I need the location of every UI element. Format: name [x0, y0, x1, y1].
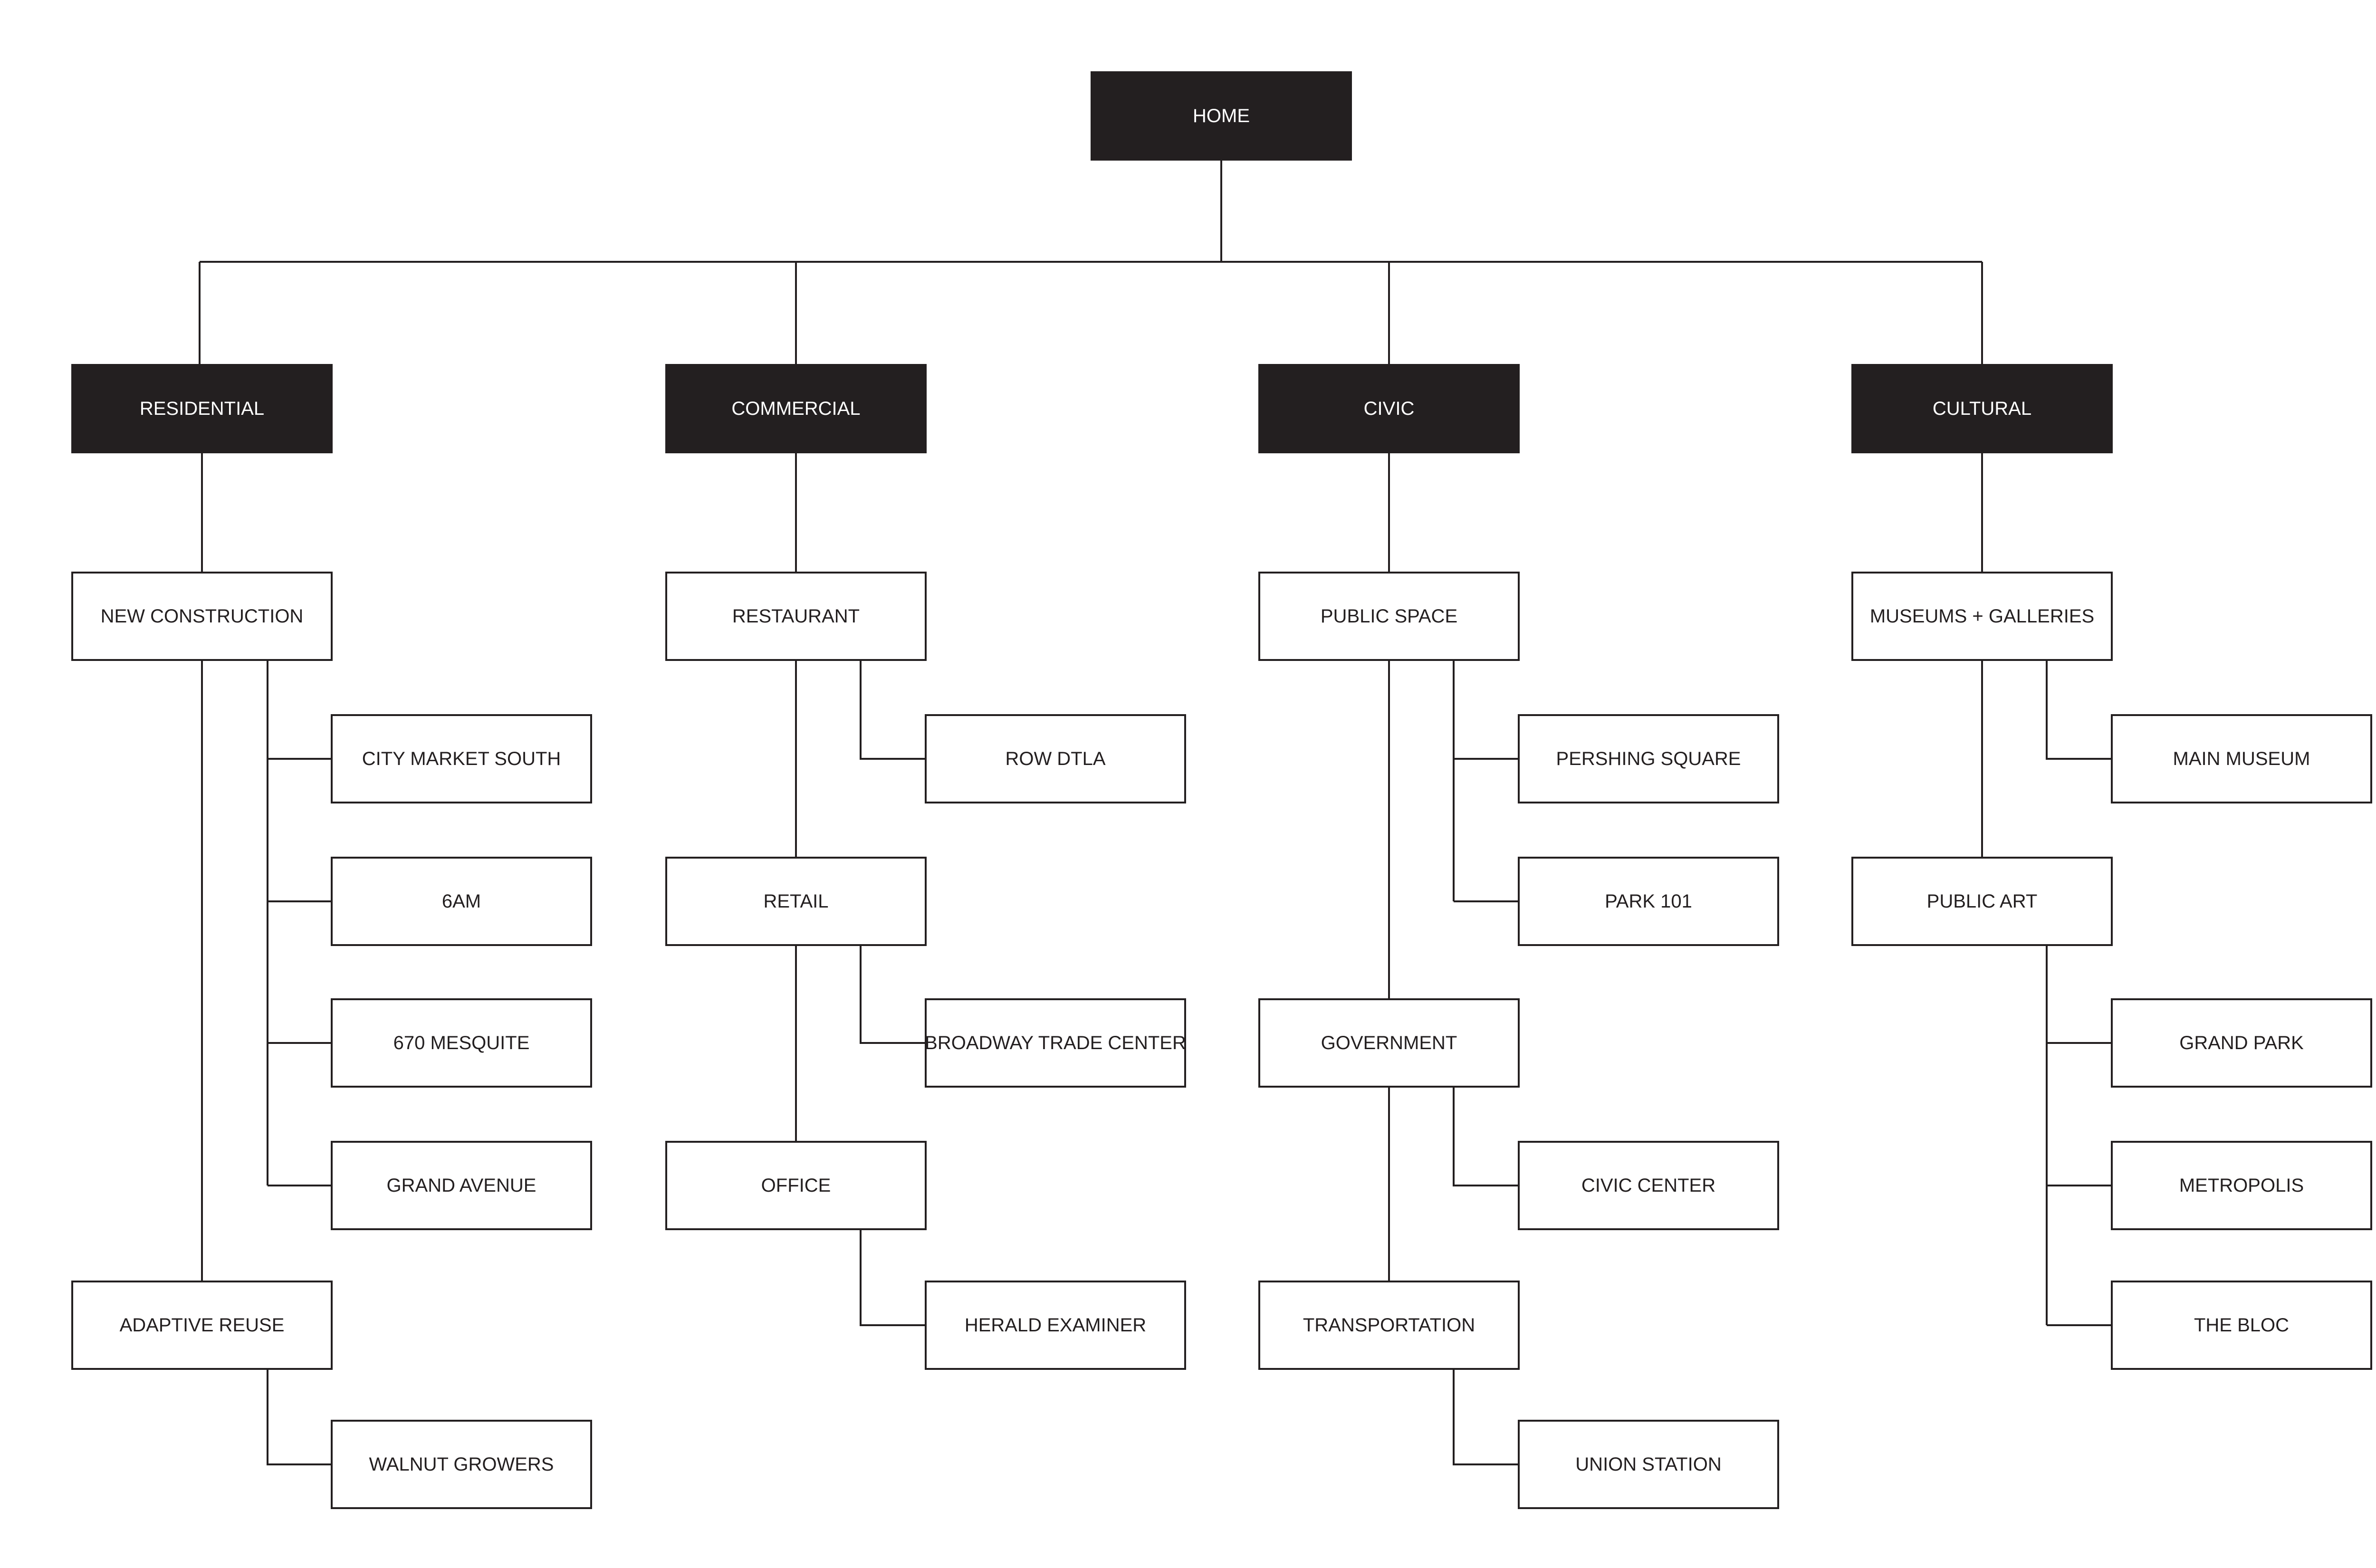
- node-restaurant-label: RESTAURANT: [732, 606, 860, 627]
- node-herald-examiner-label: HERALD EXAMINER: [965, 1315, 1146, 1336]
- connector-restaurant-branch: [860, 660, 926, 760]
- node-retail-label: RETAIL: [763, 891, 828, 912]
- node-section-cultural-label: CULTURAL: [1933, 398, 2031, 419]
- node-transportation-label: TRANSPORTATION: [1303, 1315, 1475, 1336]
- node-union-station-label: UNION STATION: [1575, 1454, 1721, 1475]
- node-the-bloc-label: THE BLOC: [2194, 1315, 2289, 1336]
- node-civic-center-label: CIVIC CENTER: [1581, 1175, 1715, 1196]
- node-union-station: UNION STATION: [1518, 1420, 1779, 1509]
- node-city-market-south: CITY MARKET SOUTH: [331, 714, 592, 803]
- node-670-mesquite-label: 670 MESQUITE: [393, 1033, 530, 1053]
- node-section-cultural: CULTURAL: [1851, 364, 2113, 453]
- node-pershing-square: PERSHING SQUARE: [1518, 714, 1779, 803]
- connector-new-construction-branch: [267, 660, 332, 1186]
- connector-public-space-branch: [1453, 660, 1519, 902]
- node-section-civic: CIVIC: [1258, 364, 1520, 453]
- node-museums-galleries-label: MUSEUMS + GALLERIES: [1870, 606, 2094, 627]
- node-grand-park-label: GRAND PARK: [2179, 1033, 2304, 1053]
- node-new-construction-label: NEW CONSTRUCTION: [101, 606, 304, 627]
- connector-lines: [199, 160, 2112, 1465]
- node-public-art: PUBLIC ART: [1851, 857, 2113, 946]
- node-public-space-label: PUBLIC SPACE: [1321, 606, 1457, 627]
- node-row-dtla: ROW DTLA: [925, 714, 1186, 803]
- node-section-civic-label: CIVIC: [1364, 398, 1415, 419]
- node-retail: RETAIL: [665, 857, 927, 946]
- connector-adaptive-reuse-branch: [267, 1369, 332, 1465]
- node-park-101-label: PARK 101: [1605, 891, 1692, 912]
- node-metropolis: METROPOLIS: [2111, 1141, 2372, 1230]
- node-the-bloc: THE BLOC: [2111, 1281, 2372, 1370]
- node-grand-avenue-label: GRAND AVENUE: [387, 1175, 537, 1196]
- node-main-museum-label: MAIN MUSEUM: [2173, 748, 2310, 769]
- node-metropolis-label: METROPOLIS: [2179, 1175, 2304, 1196]
- connector-museums-branch: [2046, 660, 2112, 760]
- node-office-label: OFFICE: [761, 1175, 831, 1196]
- connector-public-art-branch: [2046, 945, 2112, 1326]
- node-grand-avenue: GRAND AVENUE: [331, 1141, 592, 1230]
- node-row-dtla-label: ROW DTLA: [1005, 748, 1105, 769]
- node-broadway-trade-center: BROADWAY TRADE CENTER: [925, 998, 1186, 1088]
- node-restaurant: RESTAURANT: [665, 572, 927, 661]
- connector-retail-branch: [860, 945, 926, 1044]
- node-walnut-growers: WALNUT GROWERS: [331, 1420, 592, 1509]
- node-section-commercial-label: COMMERCIAL: [731, 398, 860, 419]
- node-670-mesquite: 670 MESQUITE: [331, 998, 592, 1088]
- node-city-market-south-label: CITY MARKET SOUTH: [362, 748, 561, 769]
- node-6am-label: 6AM: [442, 891, 481, 912]
- node-main-museum: MAIN MUSEUM: [2111, 714, 2372, 803]
- node-museums-galleries: MUSEUMS + GALLERIES: [1851, 572, 2113, 661]
- node-home-label: HOME: [1193, 105, 1250, 126]
- connector-office-branch: [860, 1229, 926, 1326]
- node-herald-examiner: HERALD EXAMINER: [925, 1281, 1186, 1370]
- node-new-construction: NEW CONSTRUCTION: [71, 572, 333, 661]
- node-adaptive-reuse: ADAPTIVE REUSE: [71, 1281, 333, 1370]
- node-section-residential: RESIDENTIAL: [71, 364, 333, 453]
- node-walnut-growers-label: WALNUT GROWERS: [369, 1454, 554, 1475]
- node-adaptive-reuse-label: ADAPTIVE REUSE: [120, 1315, 285, 1336]
- node-public-art-label: PUBLIC ART: [1927, 891, 2038, 912]
- connector-government-branch: [1453, 1087, 1519, 1186]
- node-grand-park: GRAND PARK: [2111, 998, 2372, 1088]
- connector-transportation-branch: [1453, 1369, 1519, 1465]
- node-section-commercial: COMMERCIAL: [665, 364, 927, 453]
- node-6am: 6AM: [331, 857, 592, 946]
- node-government-label: GOVERNMENT: [1321, 1033, 1457, 1053]
- node-broadway-trade-center-label: BROADWAY TRADE CENTER: [925, 1033, 1186, 1053]
- node-pershing-square-label: PERSHING SQUARE: [1556, 748, 1741, 769]
- node-home: HOME: [1091, 71, 1352, 161]
- node-public-space: PUBLIC SPACE: [1258, 572, 1520, 661]
- node-section-residential-label: RESIDENTIAL: [140, 398, 264, 419]
- node-park-101: PARK 101: [1518, 857, 1779, 946]
- node-transportation: TRANSPORTATION: [1258, 1281, 1520, 1370]
- node-civic-center: CIVIC CENTER: [1518, 1141, 1779, 1230]
- node-government: GOVERNMENT: [1258, 998, 1520, 1088]
- node-office: OFFICE: [665, 1141, 927, 1230]
